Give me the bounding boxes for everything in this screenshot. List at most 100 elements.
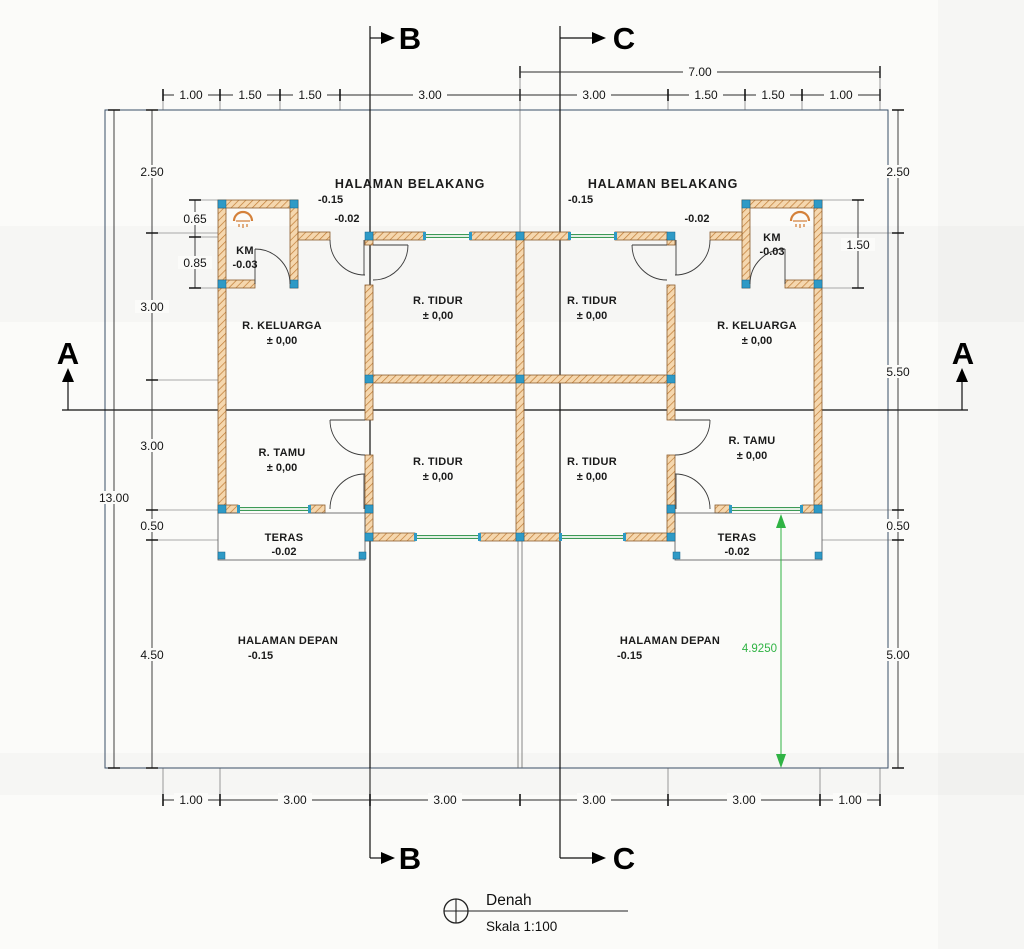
dim-left-4: 4.50 [140, 648, 164, 662]
dim-bottom-5: 1.00 [838, 793, 862, 807]
level-halaman-belakang-left: -0.15 [318, 194, 343, 206]
window-front-living-left [237, 505, 311, 513]
dimensions-top: 1.00 1.50 1.50 3.00 3.00 1.50 1.50 1.00 … [174, 65, 858, 102]
level-halaman-depan-left: -0.15 [248, 650, 273, 662]
dim-bottom-0: 1.00 [179, 793, 203, 807]
door-back-right [674, 239, 711, 276]
dim-right-km: 1.50 [846, 238, 870, 252]
room-label-r-keluarga-left: R. KELUARGA [242, 320, 322, 332]
window-back-right [568, 232, 617, 240]
door-bedroom-bottom-left [329, 419, 366, 456]
shower-icon-left [232, 210, 254, 228]
property-boundary [104, 109, 889, 769]
room-label-km-left: KM [236, 245, 254, 257]
window-back-left [423, 232, 472, 240]
level-halaman-depan-right: -0.15 [617, 650, 642, 662]
level-km-right: -0.03 [759, 246, 784, 258]
party-wall [515, 231, 525, 542]
door-front-left [329, 473, 366, 510]
doors [254, 239, 786, 510]
level-teras-right: -0.02 [724, 546, 749, 558]
dim-right-2: 0.50 [886, 519, 910, 533]
dim-left-0: 2.50 [140, 165, 164, 179]
window-bedroom-front-left [414, 533, 481, 541]
level-teras-left: -0.02 [271, 546, 296, 558]
door-bedroom-top-right [631, 244, 668, 281]
room-label-halaman-belakang-right: HALAMAN BELAKANG [588, 177, 738, 191]
structural-columns [217, 199, 823, 560]
section-markers: B C B C A A [57, 21, 974, 876]
windows [237, 232, 803, 541]
section-letter-a-right: A [952, 336, 974, 371]
room-label-halaman-belakang-left: HALAMAN BELAKANG [335, 177, 485, 191]
drawing-title: Denah [486, 892, 532, 909]
dim-bottom-2: 3.00 [433, 793, 457, 807]
level-halaman-belakang-right: -0.15 [568, 194, 593, 206]
dim-top-4: 3.00 [582, 88, 606, 102]
dim-left-km-0: 0.65 [183, 212, 207, 226]
door-km-right [749, 248, 786, 285]
door-bedroom-bottom-right [674, 419, 711, 456]
room-label-r-tidur-front-left: R. TIDUR [413, 456, 463, 468]
section-letter-b-top: B [399, 21, 421, 56]
window-front-living-right [729, 505, 803, 513]
dim-bottom-3: 3.00 [582, 793, 606, 807]
dim-left-km-1: 0.85 [183, 256, 207, 270]
walls-left-unit [217, 199, 517, 542]
dim-right-3: 5.00 [886, 648, 910, 662]
dim-left-1: 3.00 [140, 300, 164, 314]
room-label-r-tidur-back-right: R. TIDUR [567, 295, 617, 307]
level-r-keluarga-right: ± 0,00 [742, 335, 773, 347]
level-back-porch-left: -0.02 [334, 213, 359, 225]
level-r-tidur-back-right: ± 0,00 [577, 310, 608, 322]
level-r-keluarga-left: ± 0,00 [267, 335, 298, 347]
dim-right-1: 5.50 [886, 365, 910, 379]
dim-left-overall: 13.00 [99, 491, 129, 505]
dim-top-5: 1.50 [694, 88, 718, 102]
room-labels: HALAMAN BELAKANG -0.15 HALAMAN BELAKANG … [232, 177, 796, 662]
drawing-scale: Skala 1:100 [486, 919, 557, 934]
dim-top-7: 1.00 [829, 88, 853, 102]
dim-right-0: 2.50 [886, 165, 910, 179]
room-label-r-tamu-left: R. TAMU [258, 447, 305, 459]
dim-top-0: 1.00 [179, 88, 203, 102]
dim-top-2: 1.50 [298, 88, 322, 102]
door-bedroom-top-left [372, 244, 409, 281]
room-label-r-keluarga-right: R. KELUARGA [717, 320, 797, 332]
dimensions-bottom: 1.00 3.00 3.00 3.00 3.00 1.00 [174, 793, 867, 807]
room-label-km-right: KM [763, 232, 781, 244]
door-back-left [329, 239, 366, 276]
unit-divider-fence [517, 541, 523, 768]
room-label-halaman-depan-left: HALAMAN DEPAN [238, 635, 338, 647]
room-label-teras-right: TERAS [718, 532, 757, 544]
level-r-tamu-right: ± 0,00 [737, 450, 768, 462]
level-km-left: -0.03 [232, 259, 257, 271]
shower-icon-right [789, 210, 811, 228]
room-label-teras-left: TERAS [265, 532, 304, 544]
dimension-lines [108, 66, 904, 806]
dim-bottom-1: 3.00 [283, 793, 307, 807]
dim-bottom-4: 3.00 [732, 793, 756, 807]
level-r-tidur-front-right: ± 0,00 [577, 471, 608, 483]
room-label-r-tidur-front-right: R. TIDUR [567, 456, 617, 468]
level-r-tidur-front-left: ± 0,00 [423, 471, 454, 483]
level-r-tamu-left: ± 0,00 [267, 462, 298, 474]
room-label-r-tamu-right: R. TAMU [728, 435, 775, 447]
level-r-tidur-back-left: ± 0,00 [423, 310, 454, 322]
dim-left-3: 0.50 [140, 519, 164, 533]
window-bedroom-front-right [559, 533, 626, 541]
section-letter-a-left: A [57, 336, 79, 371]
room-label-r-tidur-back-left: R. TIDUR [413, 295, 463, 307]
room-label-halaman-depan-right: HALAMAN DEPAN [620, 635, 720, 647]
dimensions-right: 2.50 5.50 0.50 5.00 1.50 [841, 165, 915, 662]
setback-value: 4.9250 [742, 643, 777, 655]
setback-dimension: 4.9250 [742, 514, 786, 768]
dim-top-1: 1.50 [238, 88, 262, 102]
title-block: Denah Skala 1:100 [443, 892, 628, 934]
dim-top-3: 3.00 [418, 88, 442, 102]
level-back-porch-right: -0.02 [684, 213, 709, 225]
dim-top-overall: 7.00 [688, 65, 712, 79]
